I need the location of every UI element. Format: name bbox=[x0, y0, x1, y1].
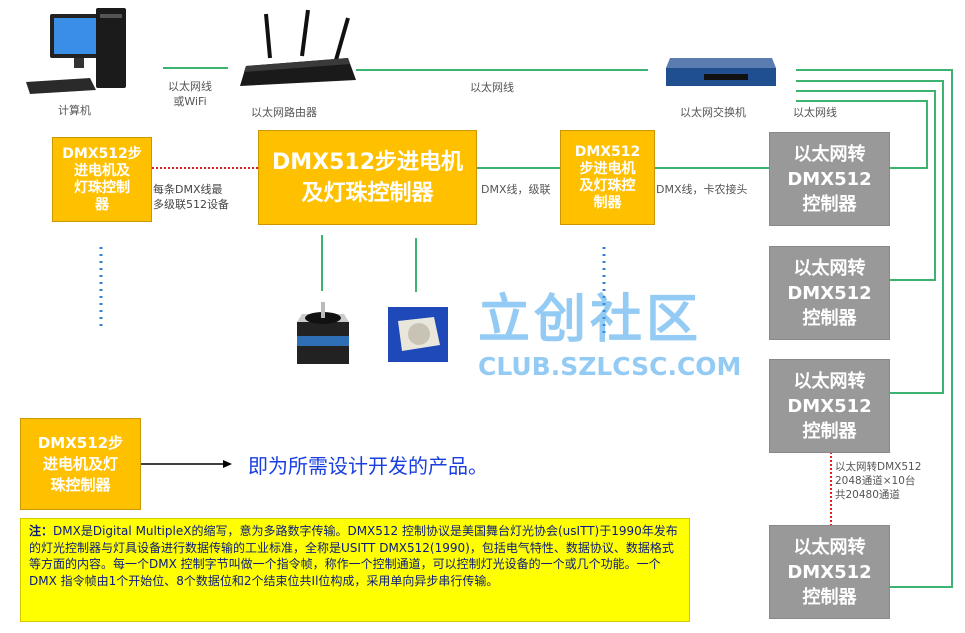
controller-small-left: DMX512步 进电机及 灯珠控制 器 bbox=[52, 137, 152, 222]
controller-middle: DMX512 步进电机 及灯珠控 制器 bbox=[560, 130, 655, 225]
dmx-cascade-label: DMX线，级联 bbox=[481, 183, 551, 196]
switch-label: 以太网交换机 bbox=[680, 106, 746, 119]
stepper-motor-icon bbox=[297, 302, 349, 364]
led-chip-icon bbox=[388, 307, 448, 362]
converter-4: 以太网转 DMX512 控制器 bbox=[769, 525, 890, 619]
converter-1: 以太网转 DMX512 控制器 bbox=[769, 132, 890, 226]
converter-2: 以太网转 DMX512 控制器 bbox=[769, 246, 890, 340]
dmx-note: 注：DMX是Digital MultipleX的缩写，意为多路数字传输。DMX5… bbox=[20, 518, 690, 622]
product-box: DMX512步 进电机及灯 珠控制器 bbox=[20, 418, 141, 510]
product-caption: 即为所需设计开发的产品。 bbox=[248, 454, 488, 478]
note-text: DMX是Digital MultipleX的缩写，意为多路数字传输。DMX512… bbox=[29, 524, 678, 588]
link-switch-converters-label: 以太网线 bbox=[793, 106, 837, 119]
ethernet-switch-converter-3 bbox=[796, 80, 944, 394]
link-router-switch-label: 以太网线 bbox=[470, 81, 514, 94]
ethernet-switch-converter-2 bbox=[796, 90, 936, 281]
arrow-head bbox=[223, 460, 232, 468]
ethernet-switch-converter-4 bbox=[796, 69, 953, 588]
switch-icon bbox=[666, 58, 776, 86]
note-prefix: 注： bbox=[29, 524, 54, 538]
cascade-limit-label: 每条DMX线最 多级联512设备 bbox=[153, 183, 229, 211]
converter-3: 以太网转 DMX512 控制器 bbox=[769, 359, 890, 453]
router-label: 以太网路由器 bbox=[251, 106, 317, 119]
computer-label: 计算机 bbox=[58, 104, 91, 117]
computer-icon bbox=[26, 8, 126, 94]
link-computer-router-label: 以太网线 或WiFi bbox=[168, 80, 212, 108]
ethernet-switch-converter-1 bbox=[796, 100, 928, 169]
controller-main: DMX512步进电机 及灯珠控制器 bbox=[258, 130, 477, 225]
converter-capacity-note: 以太网转DMX512 2048通道×10台 共20480通道 bbox=[835, 461, 922, 501]
dmx-xlr-label: DMX线，卡农接头 bbox=[656, 183, 748, 196]
router-icon bbox=[240, 9, 356, 86]
